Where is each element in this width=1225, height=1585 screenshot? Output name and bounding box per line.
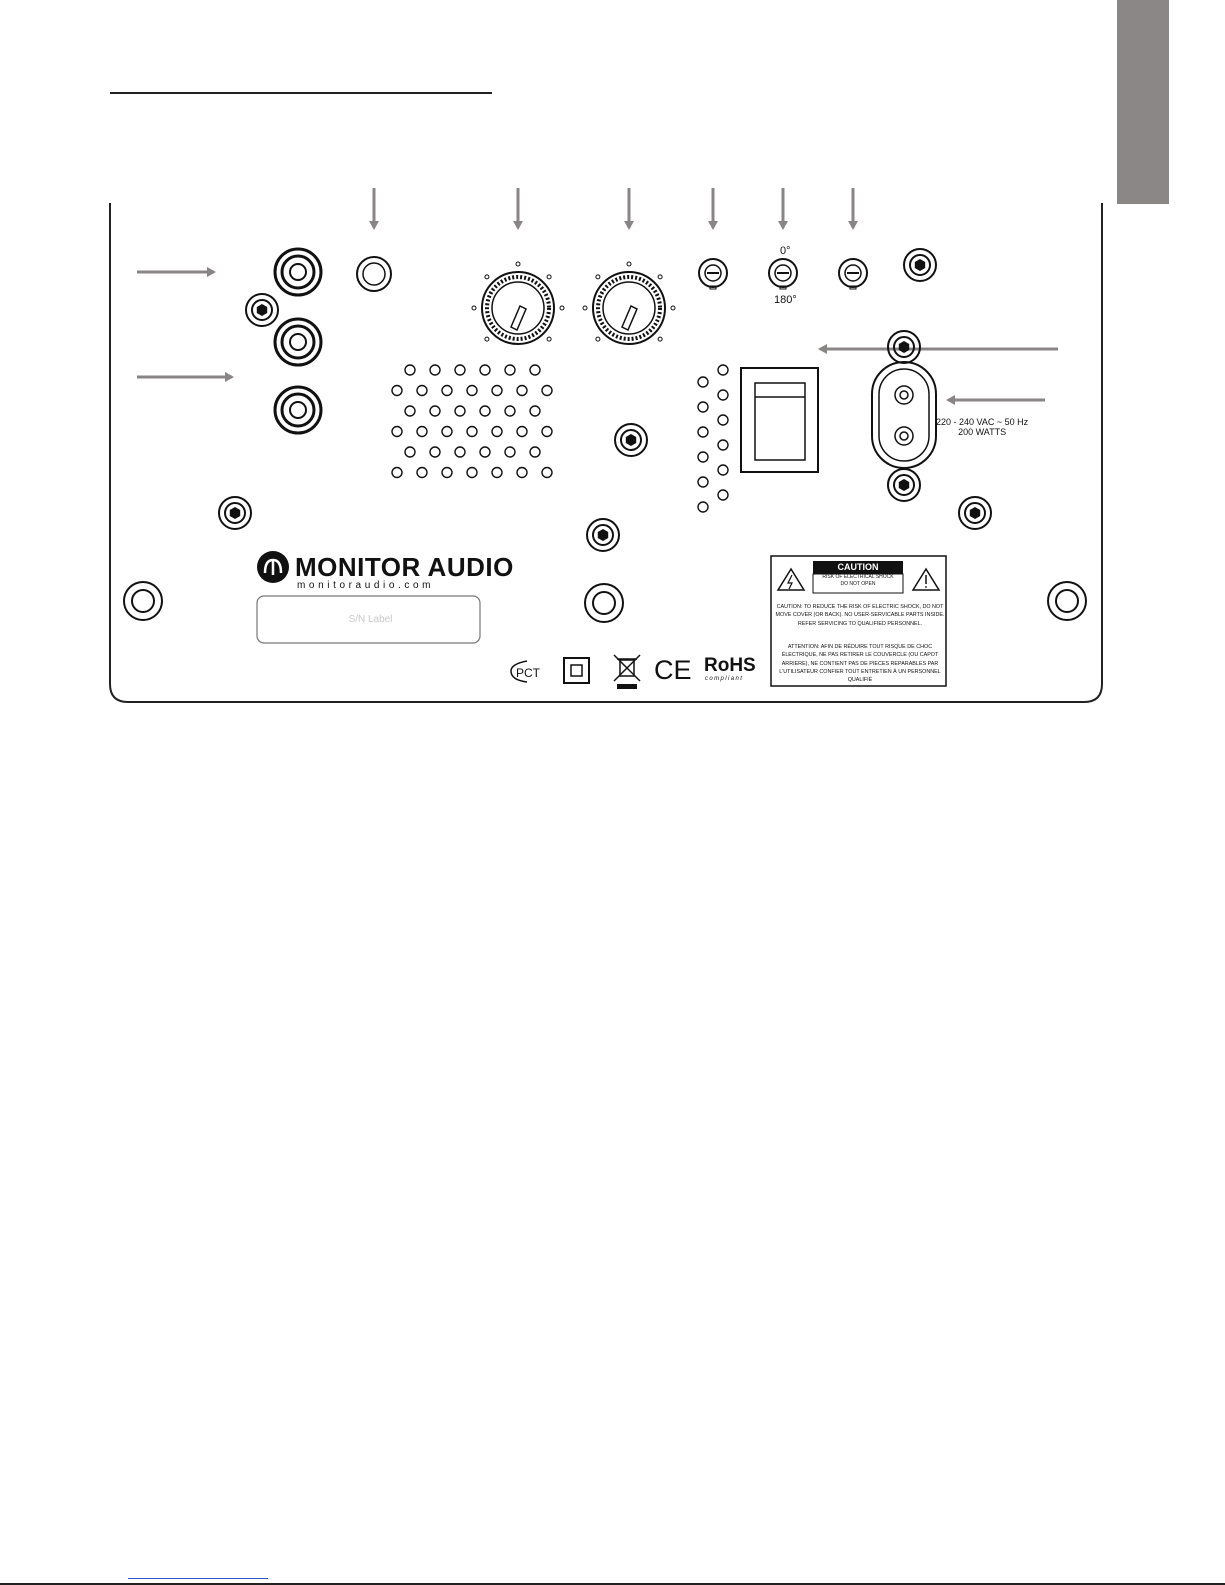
svg-text:PCT: PCT [516, 666, 541, 680]
panel-screws [123, 248, 1087, 623]
hex-screw-icon [586, 518, 620, 552]
scale-dot [657, 274, 663, 280]
weee-bin-icon [613, 654, 641, 689]
caution-subtitle-line2: DO NOT OPEN [840, 581, 876, 587]
crossover-knob [592, 271, 666, 345]
rohs-mark: RoHS [704, 655, 756, 676]
serial-label-box [256, 595, 481, 644]
scale-dot [484, 336, 490, 342]
knob-scale-dots [471, 261, 676, 342]
vent-grille-left [391, 364, 553, 479]
phase-label-0: 0° [780, 245, 791, 257]
section-tab [1117, 0, 1169, 204]
hex-screw-icon [887, 330, 921, 364]
brand-name: MONITOR AUDIO [295, 552, 514, 582]
bottom-rule [0, 1583, 1225, 1585]
caution-subtitle-line1: RISK OF ELECTRICAL SHOCK [822, 574, 894, 580]
brand-url: monitoraudio.com [297, 580, 435, 591]
power-rating-watts: 200 WATTS [958, 427, 1007, 437]
scale-dot [546, 274, 552, 280]
hex-screw-icon [218, 496, 252, 530]
mounting-hole-icon [584, 583, 624, 623]
caution-label [770, 555, 947, 687]
rohs-compliant-text: compliant [705, 676, 744, 682]
power-led [356, 256, 392, 292]
rca-socket-middle [273, 317, 323, 367]
phase-switch [768, 258, 798, 290]
serial-label-text: S/N Label [348, 614, 393, 625]
scale-dot [484, 274, 490, 280]
hex-screw-icon [958, 496, 992, 530]
scale-dot [595, 336, 601, 342]
scale-dot [471, 305, 477, 311]
rca-socket-top [273, 247, 323, 297]
scale-dot [546, 336, 552, 342]
scale-dot [582, 305, 588, 311]
phase-label-180: 180° [774, 294, 797, 306]
exclamation-warning-icon [911, 567, 941, 591]
pct-mark-icon: PCT [510, 660, 541, 683]
caution-french-text: ATTENTION: AFIN DE RÉDUIRE TOUT RISQUE D… [779, 644, 941, 684]
monitor-audio-logo-icon [257, 551, 289, 583]
scale-dot [515, 261, 521, 267]
caution-title: CAUTION [837, 562, 879, 572]
ce-mark: CE [654, 655, 692, 685]
hex-screw-icon [245, 293, 279, 327]
scale-dot [657, 336, 663, 342]
power-rating: 220 - 240 VAC ~ 50 Hz 200 WATTS [936, 417, 1028, 437]
hex-screw-icon [903, 248, 937, 282]
mounting-hole-icon [123, 581, 163, 621]
mounting-hole-icon [1047, 581, 1087, 621]
callout-arrows [137, 188, 1058, 405]
power-rating-voltage: 220 - 240 VAC ~ 50 Hz [936, 417, 1029, 427]
scale-dot [670, 305, 676, 311]
panel-outline [109, 203, 1103, 703]
rca-socket-bottom [273, 385, 323, 435]
power-switch [740, 367, 819, 473]
double-insulation-icon [563, 657, 590, 684]
rear-panel-diagram: PCT [109, 188, 1103, 703]
heading-rule [110, 92, 492, 94]
scale-dot [626, 261, 632, 267]
iec-power-inlet [871, 361, 937, 469]
caution-subtitle: RISK OF ELECTRICAL SHOCK DO NOT OPEN [813, 574, 903, 588]
footer-link-underline [128, 1578, 268, 1579]
volume-knob [481, 271, 555, 345]
rotary-switch-3 [838, 258, 868, 290]
hex-screw-icon [614, 423, 648, 457]
vent-grille-right [697, 364, 729, 513]
lightning-warning-icon [776, 567, 806, 591]
hex-screw-icon [887, 468, 921, 502]
scale-dot [595, 274, 601, 280]
scale-dot [559, 305, 565, 311]
rotary-switch-1 [698, 258, 728, 290]
caution-english-text: CAUTION: TO REDUCE THE RISK OF ELECTRIC … [775, 604, 945, 627]
